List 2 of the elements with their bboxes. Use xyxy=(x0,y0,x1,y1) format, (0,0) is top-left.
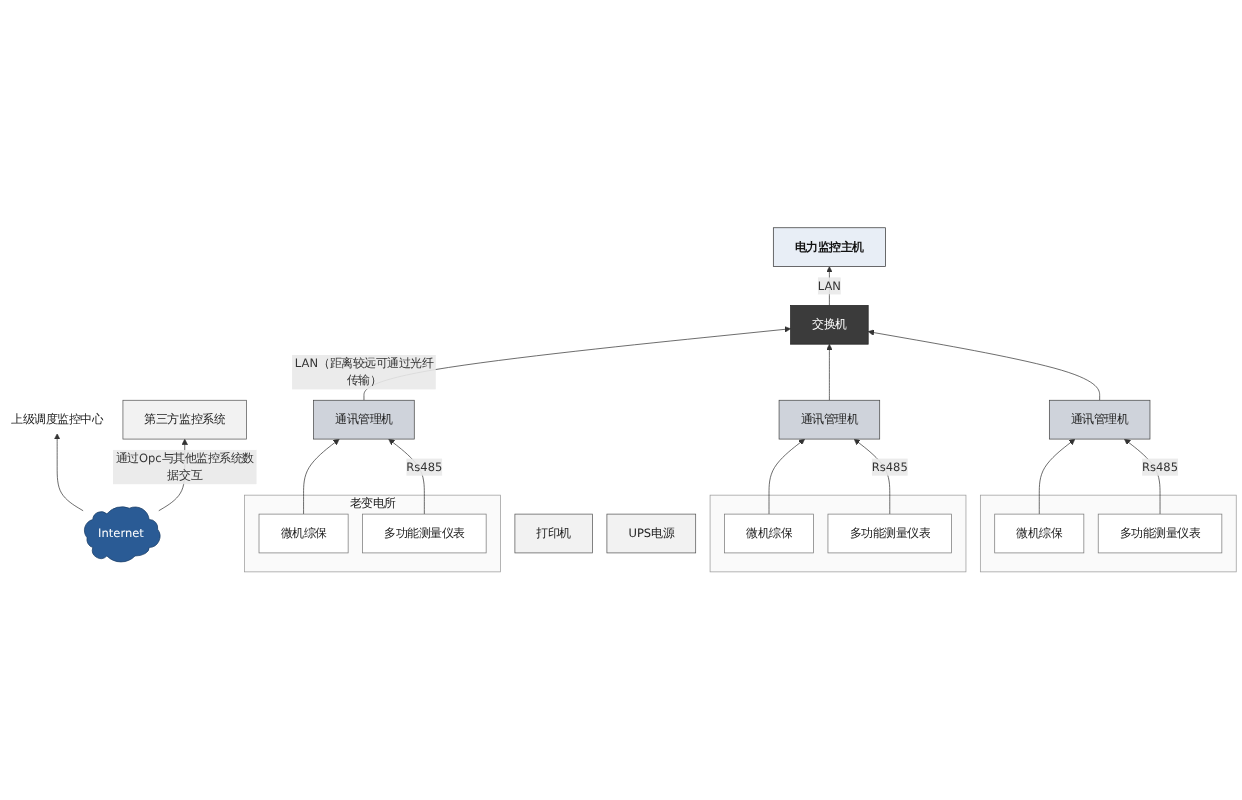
cluster xyxy=(709,494,967,573)
cluster xyxy=(980,494,1237,573)
